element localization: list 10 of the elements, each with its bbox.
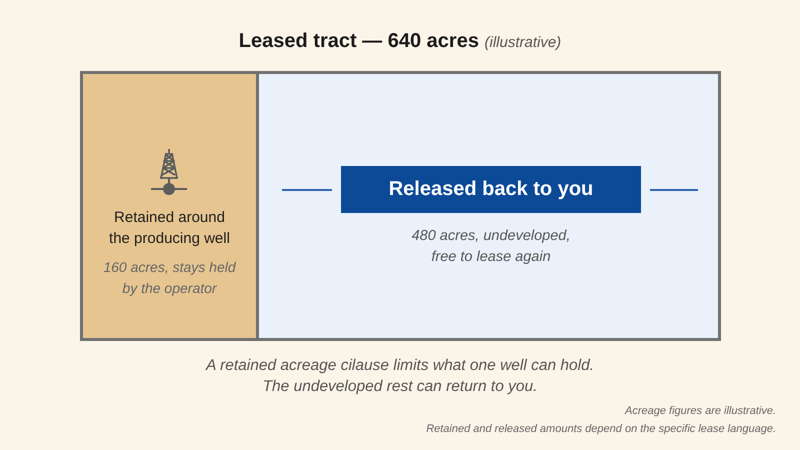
area-heading: Retained around the producing well [108,208,231,249]
released-banner: Released back to you [341,166,641,213]
caption: A retained acreage cilause limits what one well can hold. The undeveloped rest can return to you. [204,356,595,397]
area-note: 480 acres, undeveloped, free to lease again [410,227,572,267]
diagram-title: Leased tract — 640 acres (illustrative) [238,30,562,52]
area-note: 160 acres, stays held by the operator [102,258,237,298]
footnote: Acreage figures are illustrative. [624,405,776,417]
footnote: Retained and released amounts depend on the specific lease language. [426,423,776,435]
released-area-panel [259,74,718,338]
retained-area-panel [83,74,259,338]
